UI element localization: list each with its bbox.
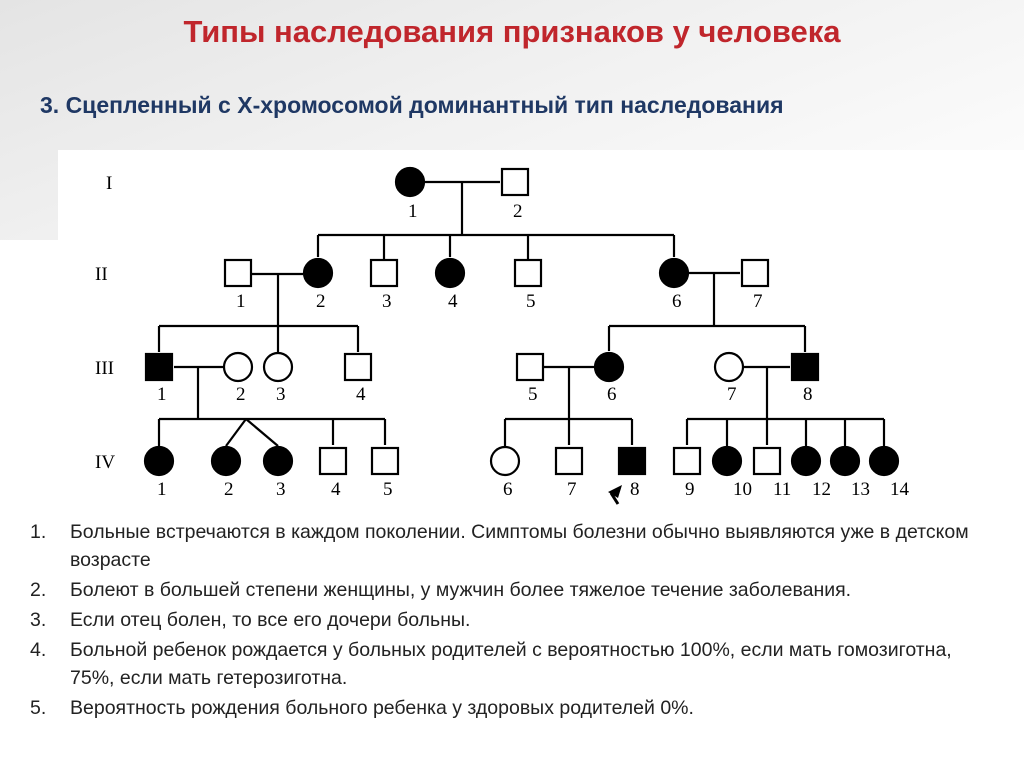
individual-number: 5 xyxy=(526,291,536,312)
individual-number: 6 xyxy=(503,479,513,500)
individual-number: 3 xyxy=(276,384,286,405)
individual-number: 3 xyxy=(382,291,392,312)
individual-number: 7 xyxy=(753,291,763,312)
affected-male-square xyxy=(790,352,820,382)
generation-label: IV xyxy=(95,452,115,473)
note-item: 3. Если отец болен, то все его дочери бол… xyxy=(30,606,990,634)
note-text: Больные встречаются в каждом поколении. … xyxy=(70,521,969,571)
pedigree-symbols xyxy=(143,166,900,477)
affected-female-circle xyxy=(262,445,294,477)
individual-number: 6 xyxy=(672,291,682,312)
affected-female-circle xyxy=(434,257,466,289)
individual-number: 14 xyxy=(890,479,910,500)
affected-female-circle xyxy=(302,257,334,289)
generation-label: III xyxy=(95,358,114,379)
note-text: Если отец болен, то все его дочери больн… xyxy=(70,609,471,631)
affected-female-circle xyxy=(829,445,861,477)
individual-number: 13 xyxy=(851,479,870,500)
affected-female-circle xyxy=(711,445,743,477)
note-number: 4. xyxy=(30,639,47,661)
individual-number: 9 xyxy=(685,479,695,500)
individual-number: 2 xyxy=(513,201,523,222)
unaffected-female-circle xyxy=(222,351,254,383)
slide-title: Типы наследования признаков у человека xyxy=(183,14,841,49)
unaffected-female-circle xyxy=(713,351,745,383)
unaffected-male-square xyxy=(369,258,399,288)
individual-number: 1 xyxy=(157,384,167,405)
unaffected-male-square xyxy=(554,446,584,476)
individual-number: 3 xyxy=(276,479,286,500)
pedigree-lines xyxy=(157,180,886,447)
affected-female-circle xyxy=(868,445,900,477)
generation-label: II xyxy=(95,264,108,285)
note-item: 1. Больные встречаются в каждом поколении… xyxy=(30,518,990,574)
individual-number: 12 xyxy=(812,479,831,500)
unaffected-male-square xyxy=(500,167,530,197)
individual-number: 2 xyxy=(236,384,246,405)
unaffected-male-square xyxy=(318,446,348,476)
note-number: 5. xyxy=(30,697,47,719)
individual-number: 7 xyxy=(567,479,577,500)
individual-number: 4 xyxy=(356,384,366,405)
individual-number: 8 xyxy=(803,384,813,405)
unaffected-male-square xyxy=(370,446,400,476)
unaffected-male-square xyxy=(343,352,373,382)
individual-number: 1 xyxy=(236,291,246,312)
unaffected-male-square xyxy=(515,352,545,382)
individual-number: 5 xyxy=(528,384,538,405)
affected-female-circle xyxy=(210,445,242,477)
note-number: 3. xyxy=(30,609,47,631)
proband-arrow-icon xyxy=(608,485,622,505)
individual-number: 5 xyxy=(383,479,393,500)
note-item: 4. Больной ребенок рождается у больных ро… xyxy=(30,636,990,692)
note-number: 2. xyxy=(30,579,47,601)
unaffected-male-square xyxy=(740,258,770,288)
individual-number: 4 xyxy=(448,291,458,312)
unaffected-female-circle xyxy=(262,351,294,383)
individual-number: 8 xyxy=(630,479,640,500)
note-item: 2. Болеют в большей степени женщины, у му… xyxy=(30,576,990,604)
individual-number: 7 xyxy=(727,384,737,405)
unaffected-male-square xyxy=(513,258,543,288)
affected-male-square xyxy=(144,352,174,382)
notes-list: 1. Больные встречаются в каждом поколении… xyxy=(30,518,990,724)
note-text: Больной ребенок рождается у больных роди… xyxy=(70,639,952,689)
unaffected-male-square xyxy=(223,258,253,288)
affected-female-circle xyxy=(658,257,690,289)
affected-female-circle xyxy=(593,351,625,383)
affected-female-circle xyxy=(143,445,175,477)
affected-male-square xyxy=(617,446,647,476)
affected-female-circle xyxy=(394,166,426,198)
generation-label: I xyxy=(106,173,112,194)
unaffected-female-circle xyxy=(489,445,521,477)
individual-number: 2 xyxy=(224,479,234,500)
affected-female-circle xyxy=(790,445,822,477)
individual-number: 11 xyxy=(773,479,791,500)
unaffected-male-square xyxy=(752,446,782,476)
individual-number: 2 xyxy=(316,291,326,312)
note-text: Болеют в большей степени женщины, у мужч… xyxy=(70,579,852,601)
individual-number: 6 xyxy=(607,384,617,405)
note-text: Вероятность рождения больного ребенка у … xyxy=(70,697,694,719)
note-item: 5. Вероятность рождения больного ребенка … xyxy=(30,694,990,722)
individual-number: 4 xyxy=(331,479,341,500)
individual-number: 1 xyxy=(408,201,418,222)
unaffected-male-square xyxy=(672,446,702,476)
individual-number: 10 xyxy=(733,479,752,500)
individual-number: 1 xyxy=(157,479,167,500)
note-number: 1. xyxy=(30,521,47,543)
slide-subtitle: 3. Сцепленный с Х-хромосомой доминантный… xyxy=(40,92,784,118)
